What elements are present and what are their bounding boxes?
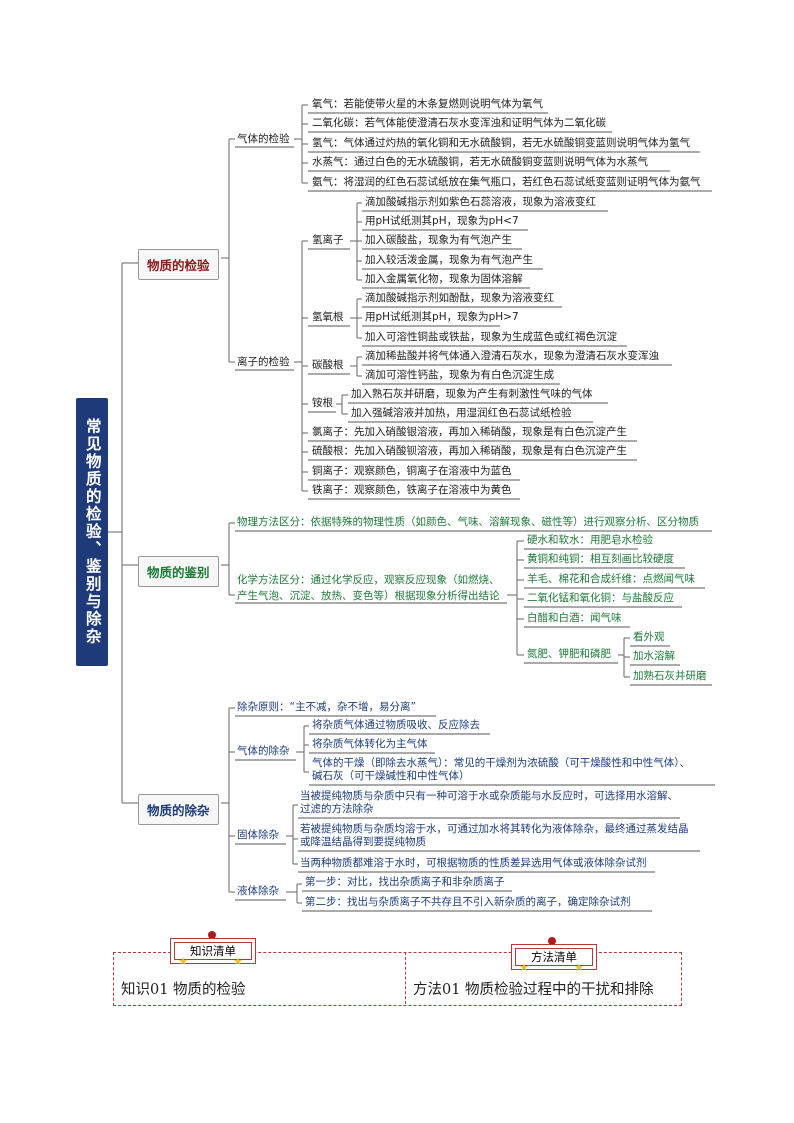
star-icon: ★ [233, 955, 243, 968]
h-ion-item: 用pH试纸测其pH，现象为pH<7 [365, 215, 519, 227]
oh-ion-item: 加入可溶性铜盐或铁盐，现象为生成蓝色或红褐色沉淀 [365, 331, 617, 343]
co3-ion-label: 碳酸根 [312, 359, 344, 371]
co3-ion-item: 滴加稀盐酸并将气体通入澄清石灰水，现象为澄清石灰水变浑浊 [365, 350, 659, 362]
gas-purification-item: 气体的干燥（即除去水蒸气）：常见的干燥剂为浓硫酸（可干燥酸性和中性气体）、 [312, 757, 690, 769]
gas-purification-item: 碱石灰（可干燥碱性和中性气体） [312, 770, 470, 782]
chemical-method-line2: 产生气泡、沉淀、放热、变色等）根据现象分析得出结论 [237, 590, 500, 602]
branch-jianyan: 物质的检验 [138, 249, 219, 280]
chem-item: 黄铜和纯铜：相互刻画比较硬度 [527, 553, 674, 565]
chemical-method-line1: 化学方法区分：通过化学反应，观察反应现象（如燃烧、 [237, 574, 500, 586]
bottom-list-box [113, 952, 682, 1006]
h-ion-item: 加入金属氧化物，现象为固体溶解 [365, 273, 523, 285]
fertilizer-item: 看外观 [633, 631, 665, 643]
branch-jianbie: 物质的鉴别 [138, 556, 219, 587]
other-ion-item: 铜离子：观察颜色，铜离子在溶液中为蓝色 [312, 465, 512, 477]
gas-detection-label: 气体的检验 [237, 133, 290, 145]
solid-purification-item: 当被提纯物质与杂质中只有一种可溶于水或杂质能与水反应时，可选择用水溶解、 [300, 790, 678, 802]
star-icon: ★ [519, 961, 529, 974]
h-ion-item: 滴加酸碱指示剂如紫色石蕊溶液，现象为溶液变红 [365, 196, 596, 208]
chem-item: 白醋和白酒：闻气味 [527, 612, 622, 624]
purification-principle: 除杂原则：“主不减，杂不增，易分离” [237, 701, 416, 713]
h-ion-item: 加入较活泼金属，现象为有气泡产生 [365, 254, 533, 266]
liquid-purification-item: 第二步：找出与杂质离子不共存且不引入新杂质的离子，确定除杂试剂 [305, 896, 631, 908]
solid-purification-label: 固体除杂 [237, 829, 279, 841]
nh4-ion-item: 加入熟石灰并研磨，现象为产生有刺激性气味的气体 [351, 388, 593, 400]
chem-item: 硬水和软水：用肥皂水检验 [527, 534, 653, 546]
gas-purification-item: 将杂质气体转化为主气体 [312, 738, 428, 750]
pin-dot [548, 937, 556, 945]
solid-purification-item: 若被提纯物质与杂质均溶于水，可通过加水将其转化为液体除杂，最终通过蒸发结晶 [300, 823, 689, 835]
chem-item: 二氧化锰和氧化铜：与盐酸反应 [527, 592, 674, 604]
tag-method-list: 方法清单 [511, 944, 597, 970]
oh-ion-item: 滴加酸碱指示剂如酚酞，现象为溶液变红 [365, 292, 554, 304]
h-ion-label: 氢离子 [312, 234, 344, 246]
nh4-ion-label: 铵根 [312, 397, 333, 409]
gas-item: 氢气：气体通过灼热的氧化铜和无水硫酸铜，若无水硫酸铜变蓝则说明气体为氢气 [312, 137, 690, 149]
other-ion-item: 铁离子：观察颜色，铁离子在溶液中为黄色 [312, 484, 512, 496]
co3-ion-item: 滴加可溶性钙盐，现象为有白色沉淀生成 [365, 369, 554, 381]
solid-purification-item: 或降温结晶得到要提纯物质 [300, 836, 426, 848]
gas-item: 氧气：若能使带火星的木条复燃则说明气体为氧气 [312, 98, 543, 110]
oh-ion-label: 氢氧根 [312, 311, 344, 323]
branch-chuza: 物质的除杂 [138, 794, 219, 825]
star-icon: ★ [178, 955, 188, 968]
h-ion-item: 加入碳酸盐，现象为有气泡产生 [365, 234, 512, 246]
liquid-purification-label: 液体除杂 [237, 885, 279, 897]
star-icon: ★ [574, 961, 584, 974]
tag-knowledge-list: 知识清单 [170, 938, 256, 964]
gas-item: 氨气：将湿润的红色石蕊试纸放在集气瓶口，若红色石蕊试纸变蓝则证明气体为氨气 [312, 176, 701, 188]
gas-item: 水蒸气：通过白色的无水硫酸铜，若无水硫酸铜变蓝则说明气体为水蒸气 [312, 156, 648, 168]
method-01-link[interactable]: 方法01 物质检验过程中的干扰和排除 [413, 982, 654, 998]
oh-ion-item: 用pH试纸测其pH，现象为pH>7 [365, 311, 519, 323]
fertilizer-label: 氮肥、钾肥和磷肥 [527, 648, 611, 660]
knowledge-01-link[interactable]: 知识01 物质的检验 [121, 982, 246, 998]
solid-purification-item: 当两种物质都难溶于水时，可根据物质的性质差异选用气体或液体除杂试剂 [300, 857, 647, 869]
other-ion-item: 氯离子：先加入硝酸银溶液，再加入稀硝酸，现象是有白色沉淀产生 [312, 426, 627, 438]
nh4-ion-item: 加入强碱溶液并加热，用湿润红色石蕊试纸检验 [351, 407, 572, 419]
bottom-divider [405, 952, 406, 1004]
chem-item: 羊毛、棉花和合成纤维：点燃闻气味 [527, 573, 695, 585]
gas-item: 二氧化碳：若气体能使澄清石灰水变浑浊和证明气体为二氧化碳 [312, 117, 606, 129]
gas-purification-label: 气体的除杂 [237, 745, 290, 757]
solid-purification-item: 过滤的方法除杂 [300, 803, 374, 815]
liquid-purification-item: 第一步：对比，找出杂质离子和非杂质离子 [305, 876, 505, 888]
pin-dot [208, 931, 216, 939]
other-ion-item: 硫酸根：先加入硝酸钡溶液，再加入稀硝酸，现象是有白色沉淀产生 [312, 445, 627, 457]
root-title: 常见物质的检验、鉴别与除杂 [76, 398, 108, 666]
physical-method: 物理方法区分：依据特殊的物理性质（如颜色、气味、溶解现象、磁性等）进行观察分析、… [237, 516, 699, 528]
fertilizer-item: 加熟石灰并研磨 [633, 670, 707, 682]
gas-purification-item: 将杂质气体通过物质吸收、反应除去 [312, 719, 480, 731]
ion-detection-label: 离子的检验 [237, 356, 290, 368]
fertilizer-item: 加水溶解 [633, 650, 675, 662]
